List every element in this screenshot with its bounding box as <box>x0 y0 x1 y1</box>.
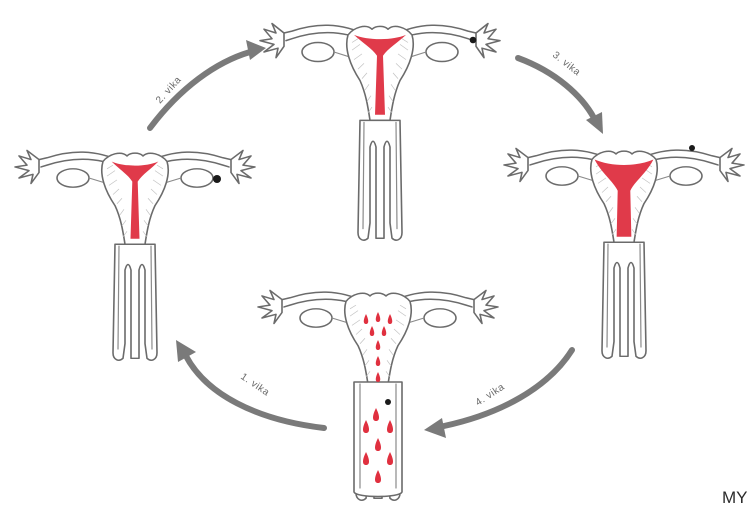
uterus-bottom-menstruation <box>258 290 498 500</box>
uterus-week-2-top <box>260 23 500 240</box>
uterus-left <box>15 150 255 360</box>
corner-mark: MY <box>722 488 748 508</box>
egg-in-tube-top <box>470 37 477 44</box>
egg-expelled <box>385 399 391 405</box>
egg-in-tube-right <box>689 145 695 151</box>
uterus-right <box>504 145 744 358</box>
egg-in-ovary-left <box>213 175 221 183</box>
arrow-week-3 <box>518 58 603 134</box>
label-week-1: 1. vika <box>238 371 271 398</box>
